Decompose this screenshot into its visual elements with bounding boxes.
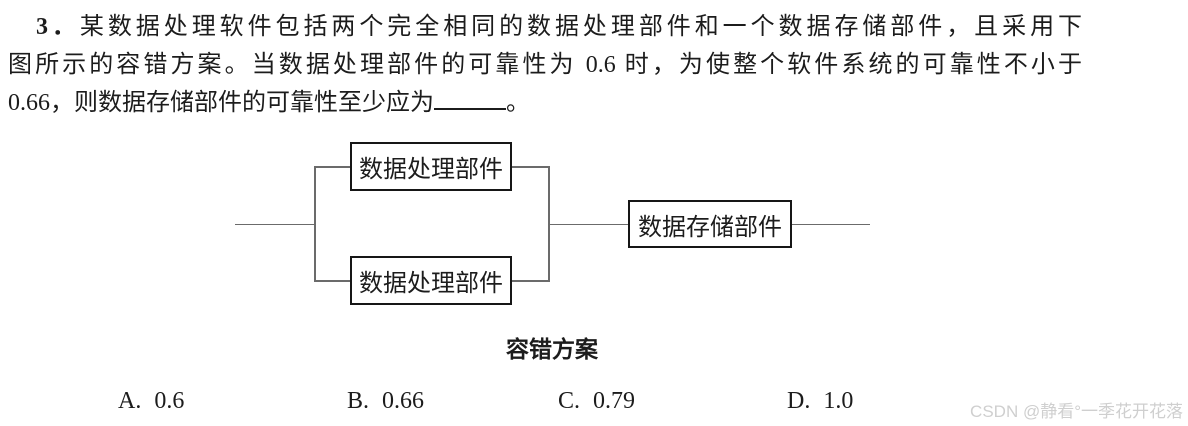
option-d-label: D. bbox=[787, 388, 811, 414]
question-number: 3． bbox=[36, 14, 80, 40]
data-processing-box-top: 数据处理部件 bbox=[350, 142, 512, 191]
option-b-value: 0.66 bbox=[382, 388, 425, 414]
option-a: A. 0.6 bbox=[118, 388, 184, 415]
split-vertical-wire bbox=[314, 166, 316, 282]
question-line-3-period: 。 bbox=[506, 90, 530, 116]
question-line-2: 图所示的容错方案。当数据处理部件的可靠性为 0.6 时，为使整个软件系统的可靠性… bbox=[8, 52, 1082, 78]
middle-wire bbox=[550, 224, 628, 225]
question-line-3-text: 0.66，则数据存储部件的可靠性至少应为 bbox=[8, 90, 434, 116]
bottom-branch-left-wire bbox=[314, 280, 350, 282]
bottom-branch-right-wire bbox=[512, 280, 550, 282]
question-line-1-text: 某数据处理软件包括两个完全相同的数据处理部件和一个数据存储部件，且采用下 bbox=[79, 14, 1083, 40]
option-c: C. 0.79 bbox=[558, 388, 635, 415]
top-branch-right-wire bbox=[512, 166, 550, 168]
option-c-value: 0.79 bbox=[593, 388, 636, 414]
option-d-value: 1.0 bbox=[823, 388, 854, 414]
csdn-watermark: CSDN @静看°一季花开花落 bbox=[970, 402, 1183, 421]
data-storage-box: 数据存储部件 bbox=[628, 200, 792, 248]
question-line-3: 0.66，则数据存储部件的可靠性至少应为 。 bbox=[8, 84, 1082, 122]
option-c-label: C. bbox=[558, 388, 581, 414]
data-processing-box-bottom: 数据处理部件 bbox=[350, 256, 512, 305]
output-wire bbox=[792, 224, 870, 225]
question-paragraph: 3．某数据处理软件包括两个完全相同的数据处理部件和一个数据存储部件，且采用下 图… bbox=[8, 8, 1082, 122]
diagram-caption: 容错方案 bbox=[506, 336, 598, 362]
option-b: B. 0.66 bbox=[347, 388, 424, 415]
join-vertical-wire bbox=[548, 166, 550, 282]
option-d: D. 1.0 bbox=[787, 388, 853, 415]
input-wire bbox=[235, 224, 315, 225]
option-b-label: B. bbox=[347, 388, 370, 414]
option-a-value: 0.6 bbox=[154, 388, 185, 414]
answer-options-row: A. 0.6 B. 0.66 C. 0.79 D. 1.0 bbox=[0, 388, 1188, 418]
question-line-1: 3．某数据处理软件包括两个完全相同的数据处理部件和一个数据存储部件，且采用下 bbox=[8, 8, 1082, 46]
top-branch-left-wire bbox=[314, 166, 350, 168]
option-a-label: A. bbox=[118, 388, 142, 414]
answer-blank bbox=[434, 84, 506, 110]
